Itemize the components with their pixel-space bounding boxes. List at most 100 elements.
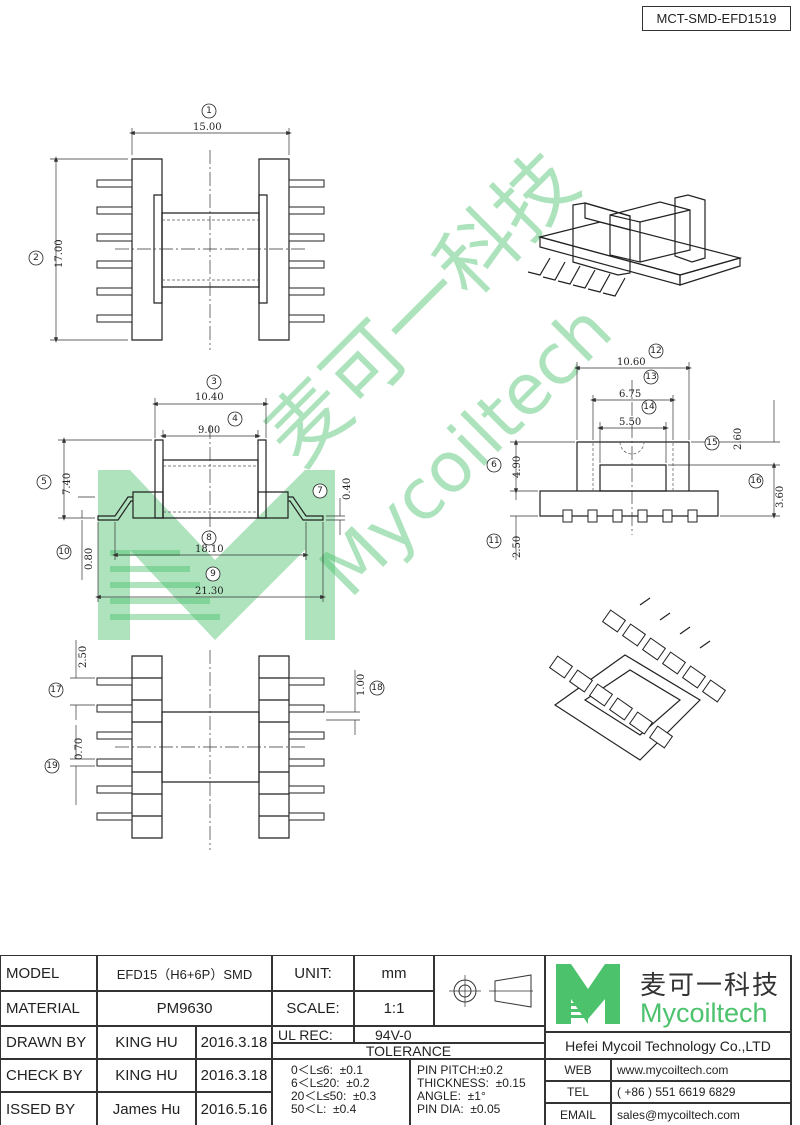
callout-5: 5 bbox=[37, 475, 51, 489]
view-3d-bottom bbox=[550, 598, 726, 760]
tol-angle: ANGLE: ±1° bbox=[417, 1089, 486, 1103]
email-label: EMAIL bbox=[545, 1103, 611, 1125]
view-top: 15.00 17.00 bbox=[50, 122, 324, 350]
dim-17-00: 17.00 bbox=[54, 239, 65, 268]
web-value[interactable]: www.mycoiltech.com bbox=[611, 1059, 791, 1081]
callout-13: 13 bbox=[644, 370, 658, 384]
company-name: Hefei Mycoil Technology Co.,LTD bbox=[545, 1032, 791, 1059]
scale-value: 1:1 bbox=[354, 991, 434, 1026]
dim-0-80: 0.80 bbox=[84, 548, 95, 570]
core-bobbin bbox=[162, 213, 259, 287]
svg-text:14: 14 bbox=[643, 402, 655, 412]
callout-1: 1 bbox=[202, 104, 216, 118]
callout-16: 16 bbox=[749, 474, 763, 488]
company-cn-name: 麦可一科技 bbox=[640, 971, 781, 1001]
svg-text:1: 1 bbox=[206, 106, 212, 116]
callout-9: 9 bbox=[206, 567, 220, 581]
view-bottom: 2.50 1.00 0.70 bbox=[70, 640, 367, 850]
projection-symbol bbox=[434, 955, 545, 1026]
tolerance-misc-box bbox=[410, 1059, 545, 1125]
dim-2-60: 2.60 bbox=[733, 428, 744, 450]
view-front: 10.40 9.00 7.40 0.40 0.80 bbox=[58, 392, 353, 602]
svg-text:2: 2 bbox=[33, 253, 39, 263]
svg-text:5: 5 bbox=[41, 477, 47, 487]
tol-pin-pitch: PIN PITCH:±0.2 bbox=[417, 1063, 503, 1077]
watermark: 麦可一科技 Mycoiltech bbox=[98, 135, 627, 640]
svg-text:13: 13 bbox=[645, 372, 656, 382]
pins-right bbox=[289, 180, 324, 322]
front-pin-left bbox=[98, 497, 133, 520]
drawn-name: KING HU bbox=[97, 1026, 196, 1059]
svg-text:18: 18 bbox=[371, 683, 383, 693]
svg-text:17: 17 bbox=[50, 685, 61, 695]
svg-text:11: 11 bbox=[488, 536, 499, 546]
issued-name: James Hu bbox=[97, 1092, 196, 1125]
company-logo-box bbox=[545, 955, 791, 1032]
callout-6: 6 bbox=[487, 458, 501, 472]
unit-value: mm bbox=[354, 955, 434, 991]
model-label: MODEL bbox=[0, 955, 97, 991]
tel-value: ( +86 ) 551 6619 6829 bbox=[611, 1081, 791, 1103]
svg-text:12: 12 bbox=[650, 346, 661, 356]
company-logo-icon bbox=[556, 963, 620, 1024]
side-pins bbox=[563, 510, 697, 522]
callout-18: 18 bbox=[370, 681, 384, 695]
3d-pins bbox=[528, 258, 625, 296]
side-window bbox=[600, 465, 666, 491]
callout-3: 3 bbox=[207, 375, 221, 389]
callout-10: 10 bbox=[57, 545, 71, 559]
callout-11: 11 bbox=[487, 534, 501, 548]
material-value: PM9630 bbox=[97, 991, 272, 1026]
svg-text:9: 9 bbox=[210, 569, 216, 579]
tol-range-3: 20＜L≤50: ±0.3 bbox=[291, 1089, 377, 1103]
check-name: KING HU bbox=[97, 1059, 196, 1092]
callout-19: 19 bbox=[45, 759, 59, 773]
tol-range-2: 6＜L≤20: ±0.2 bbox=[291, 1076, 370, 1090]
svg-text:6: 6 bbox=[491, 460, 497, 470]
svg-text:15: 15 bbox=[706, 438, 717, 448]
svg-text:19: 19 bbox=[46, 761, 58, 771]
side-flange bbox=[577, 442, 689, 491]
pins-left bbox=[97, 180, 132, 322]
dim-2-50-pitch: 2.50 bbox=[78, 646, 89, 668]
flange-right bbox=[259, 159, 289, 340]
company-en-name: Mycoiltech bbox=[640, 998, 768, 1028]
bottom-flange-divisions bbox=[132, 678, 289, 816]
front-base-right bbox=[258, 492, 288, 518]
svg-text:16: 16 bbox=[750, 476, 762, 486]
callout-7: 7 bbox=[313, 484, 327, 498]
front-flange-right bbox=[258, 440, 266, 518]
dim-18-10: 18.10 bbox=[195, 544, 224, 555]
tolerance-ranges-box bbox=[272, 1059, 410, 1125]
check-date: 2016.3.18 bbox=[196, 1059, 272, 1092]
issued-label: ISSED BY bbox=[0, 1092, 97, 1125]
dim-2-50-height: 2.50 bbox=[512, 536, 523, 558]
callout-8: 8 bbox=[202, 531, 216, 545]
dim-10-60: 10.60 bbox=[617, 357, 646, 368]
svg-text:10: 10 bbox=[58, 547, 70, 557]
dim-7-40: 7.40 bbox=[62, 473, 73, 495]
svg-text:8: 8 bbox=[206, 533, 212, 543]
svg-text:7: 7 bbox=[317, 486, 323, 496]
email-value[interactable]: sales@mycoiltech.com bbox=[611, 1103, 791, 1125]
projection-icon bbox=[448, 973, 533, 1008]
ul-value: 94V-0 bbox=[354, 1026, 545, 1043]
tolerance-label: TOLERANCE bbox=[272, 1043, 545, 1059]
tol-thickness: THICKNESS: ±0.15 bbox=[417, 1076, 526, 1090]
view-3d-top bbox=[528, 195, 740, 296]
tel-label: TEL bbox=[545, 1081, 611, 1103]
dim-6-75: 6.75 bbox=[619, 389, 641, 400]
bottom-pins-left bbox=[97, 678, 132, 820]
bottom-pins-right bbox=[289, 678, 324, 820]
dim-0-70: 0.70 bbox=[74, 738, 85, 760]
title-block: MODEL EFD15（H6+6P）SMD UNIT: mm MATERIAL … bbox=[0, 955, 792, 1125]
callout-15: 15 bbox=[705, 436, 719, 450]
issued-date: 2016.5.16 bbox=[196, 1092, 272, 1125]
dim-4-90: 4.90 bbox=[512, 456, 523, 478]
drawn-date: 2016.3.18 bbox=[196, 1026, 272, 1059]
callout-12: 12 bbox=[649, 344, 663, 358]
callout-4: 4 bbox=[228, 412, 242, 426]
material-label: MATERIAL bbox=[0, 991, 97, 1026]
dim-9-00: 9.00 bbox=[198, 425, 220, 436]
